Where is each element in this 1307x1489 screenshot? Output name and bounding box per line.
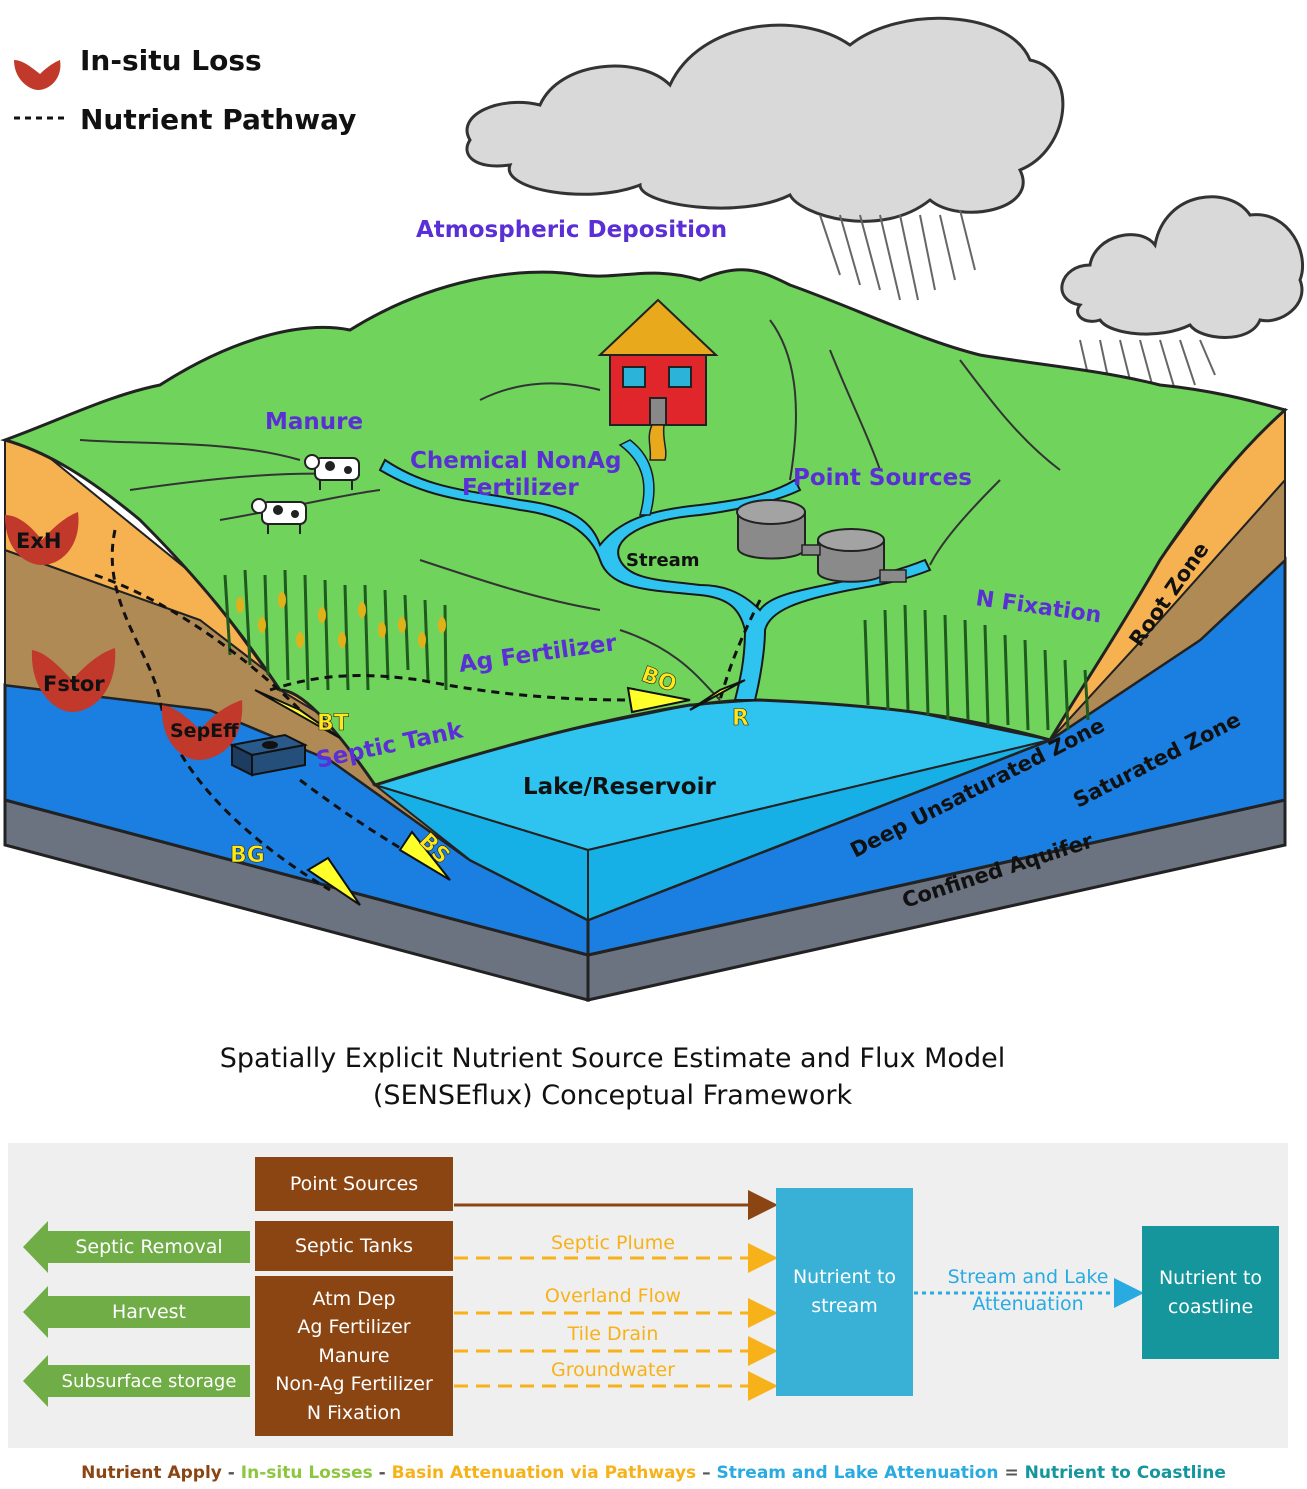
legend-sep-2: -	[372, 1463, 392, 1483]
legend-stream-lake: Stream and Lake Attenuation	[716, 1463, 999, 1483]
nutrient-pathways	[94, 529, 762, 892]
cloud-large-icon	[465, 16, 1065, 223]
septic-plume-label: Septic Plume	[550, 1232, 675, 1254]
sepeff-label: SepEff	[170, 720, 239, 742]
lake-reservoir-label: Lake/Reservoir	[523, 774, 716, 800]
framework-flowchart: Point Sources Septic Tanks Atm Dep Ag Fe…	[8, 1143, 1288, 1448]
point-sources-label: Point Sources	[793, 465, 972, 491]
exh-loss-icon	[5, 512, 79, 565]
nutrient-to-coastline-box: Nutrient to coastline	[1142, 1226, 1279, 1359]
legend-losses: In-situ Losses	[240, 1463, 373, 1483]
cow-icon	[251, 498, 307, 534]
apply-manure: Manure	[318, 1344, 390, 1367]
subsurface-storage-arrow-shape	[23, 1355, 250, 1407]
manure-label: Manure	[265, 409, 363, 435]
legend-sep-4: =	[998, 1463, 1025, 1483]
point-sources-box: Point Sources	[255, 1157, 453, 1211]
chemical-nonag-label-line2: Fertilizer	[462, 475, 579, 501]
fstor-loss-icon	[31, 648, 116, 712]
cow-icon	[304, 454, 360, 490]
legend-apply: Nutrient Apply	[81, 1463, 222, 1483]
fstor-label: Fstor	[43, 672, 105, 696]
r-arrow	[689, 679, 746, 711]
tile-drain-label: Tile Drain	[567, 1323, 659, 1345]
exh-label: ExH	[16, 529, 61, 553]
framework-title-line2: (SENSEflux) Conceptual Framework	[372, 1080, 853, 1111]
wastewater-tanks-icon	[736, 499, 907, 583]
harvest-arrow-shape	[23, 1286, 250, 1338]
nutrient-to-stream-box: Nutrient to stream	[776, 1188, 913, 1396]
harvest-label: Harvest	[111, 1301, 187, 1323]
bt-label: BT	[317, 711, 349, 736]
sepeff-loss-icon	[161, 700, 243, 760]
septic-tanks-box: Septic Tanks	[255, 1221, 453, 1271]
bo-arrow	[626, 686, 691, 714]
lake-front-right	[587, 739, 1051, 922]
apply-atm-dep: Atm Dep	[312, 1287, 396, 1310]
nutrient-apply-box: Atm Dep Ag Fertilizer Manure Non-Ag Fert…	[255, 1276, 453, 1436]
septic-removal-arrow-shape	[23, 1221, 250, 1273]
subsurface-storage-label: Subsurface storage	[61, 1370, 237, 1392]
rain-large-icon	[819, 209, 976, 301]
apply-n-fixation: N Fixation	[306, 1401, 402, 1424]
attenuation-arrows	[254, 679, 746, 906]
corn-field-left-icon	[223, 569, 448, 691]
overland-flow-label: Overland Flow	[544, 1285, 682, 1307]
bg-arrow	[306, 856, 361, 906]
corn-ears-icon	[236, 592, 446, 648]
septic-removal-label: Septic Removal	[75, 1236, 223, 1258]
apply-non-ag-fertilizer: Non-Ag Fertilizer	[275, 1373, 433, 1396]
legend-sep-3: –	[696, 1463, 717, 1483]
stream-label: Stream	[626, 550, 700, 571]
house-icon	[597, 298, 719, 461]
legend-sep-1: -	[221, 1463, 241, 1483]
bs-arrow	[398, 830, 451, 881]
crop-field-right-icon	[863, 604, 1090, 731]
framework-title: Spatially Explicit Nutrient Source Estim…	[0, 1040, 1225, 1114]
stream-branch-up	[618, 439, 655, 516]
groundwater-label: Groundwater	[550, 1359, 676, 1381]
cloud-small-icon	[1060, 195, 1305, 339]
legend-nutrient-pathway-label: Nutrient Pathway	[80, 103, 356, 136]
bt-arrow	[254, 689, 341, 739]
legend-basin: Basin Attenuation via Pathways	[391, 1463, 697, 1483]
watershed-diagram: In-situ Loss Nutrient Pathway Atmospheri…	[0, 16, 1305, 1002]
flowchart-arrows	[23, 1190, 1144, 1407]
chemical-nonag-label-line1: Chemical NonAg	[410, 448, 621, 474]
septic-tank-icon	[228, 733, 309, 777]
r-label: R	[732, 706, 749, 731]
atmospheric-deposition-label: Atmospheric Deposition	[416, 217, 727, 243]
in-situ-loss-legend-icon	[14, 60, 61, 90]
framework-title-line1: Spatially Explicit Nutrient Source Estim…	[219, 1043, 1006, 1074]
apply-ag-fertilizer: Ag Fertilizer	[297, 1316, 411, 1339]
color-legend: Nutrient Apply - In-situ Losses - Basin …	[0, 1463, 1307, 1483]
legend-coastline: Nutrient to Coastline	[1024, 1463, 1226, 1483]
bg-label: BG	[230, 843, 265, 868]
rain-small-icon	[1079, 339, 1216, 411]
legend-in-situ-loss-label: In-situ Loss	[80, 44, 262, 77]
stream-lake-attenuation-label: Stream and Lake Attenuation	[947, 1266, 1109, 1315]
